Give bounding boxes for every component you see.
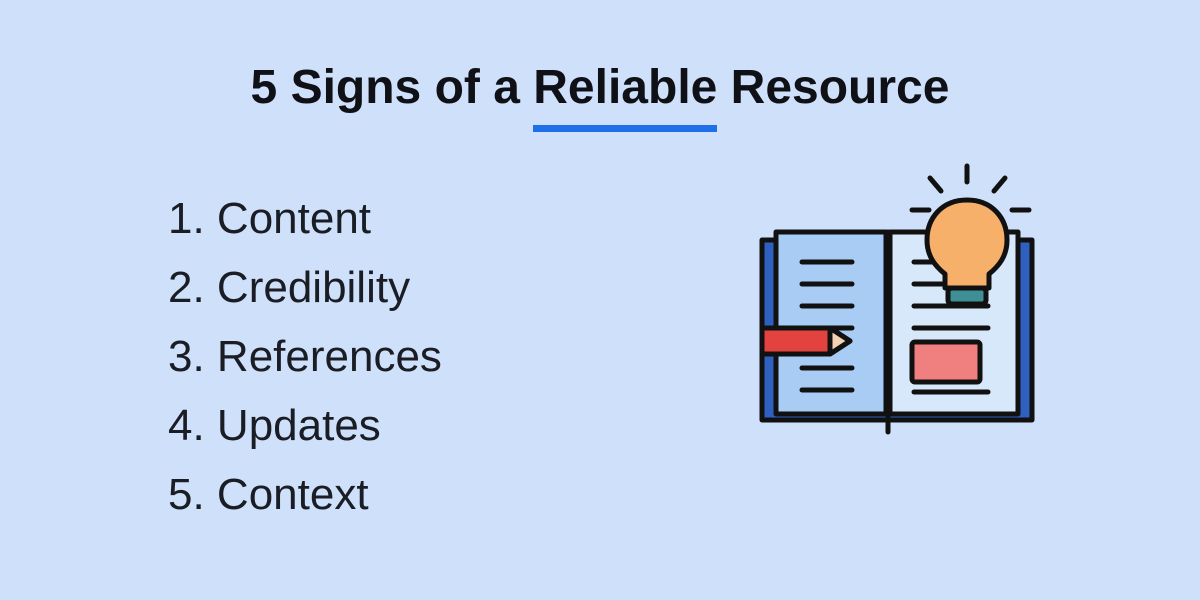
list-item: 2. Credibility: [168, 263, 411, 312]
light-ray: [927, 175, 944, 194]
list-item: 4. Updates: [168, 401, 381, 450]
open-book-lightbulb-icon: [752, 160, 1042, 445]
title-highlight-word: Reliable: [533, 61, 718, 114]
title-underline: [533, 125, 718, 132]
list-item: 1. Content: [168, 194, 372, 243]
title-prefix: 5 Signs of a: [250, 61, 534, 114]
signs-list: 1. Content 2. Credibility 3. References …: [168, 184, 442, 529]
title-highlight: Reliable: [533, 58, 718, 132]
list-item: 5. Context: [168, 470, 369, 519]
lightbulb-base: [945, 285, 989, 307]
list-item: 3. References: [168, 332, 442, 381]
title-suffix: Resource: [717, 61, 950, 114]
light-ray: [991, 175, 1008, 194]
page-title: 5 Signs of a Reliable Resource: [0, 58, 1200, 132]
book-left-page: [773, 229, 889, 417]
book-picture-box: [909, 339, 983, 385]
